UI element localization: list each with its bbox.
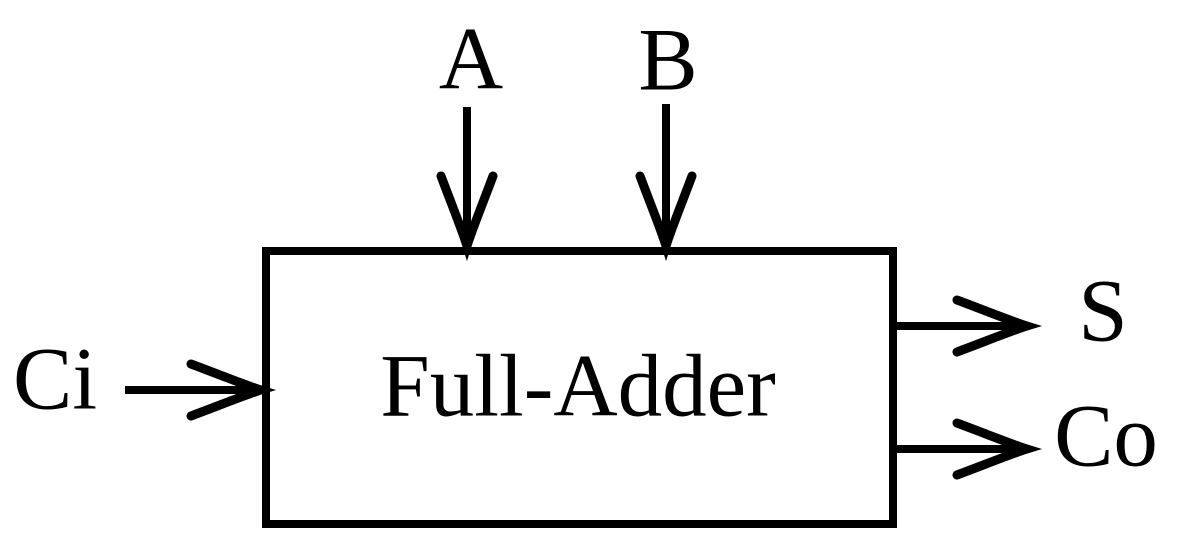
full-adder-box	[262, 247, 897, 528]
full-adder-block-label: Full-Adder	[380, 337, 776, 436]
input-ci-label: Ci	[12, 330, 98, 429]
input-a-label: A	[438, 10, 504, 109]
output-s-label: S	[1078, 262, 1128, 361]
output-co-label: Co	[1054, 387, 1158, 486]
input-b-label: B	[638, 11, 698, 110]
